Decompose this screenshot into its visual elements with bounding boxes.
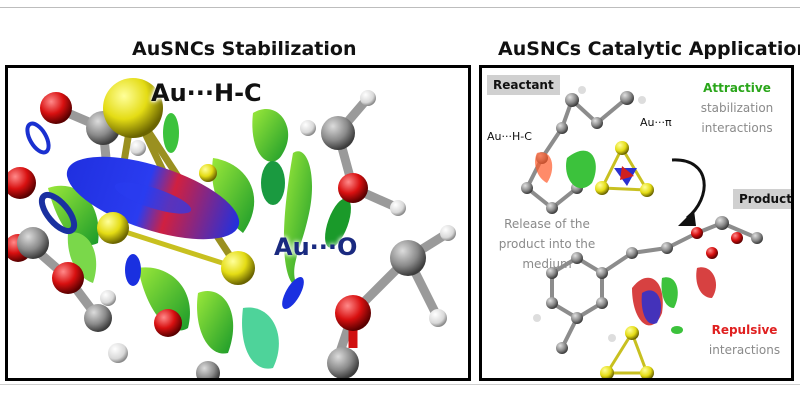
release-line2: product into the xyxy=(498,237,596,251)
atoms xyxy=(8,90,456,378)
bottom-divider xyxy=(0,384,800,385)
stabilization-panel: Au···H-C Au···O xyxy=(5,65,471,381)
repulsive-note: Repulsive interactions xyxy=(697,320,791,360)
attractive-surfaces xyxy=(25,121,304,309)
product-cluster xyxy=(600,326,654,378)
catalytic-panel: Reactant Product Au···H-C Au···π Attract… xyxy=(479,65,794,381)
product-atoms xyxy=(533,216,763,354)
reactant-vdw-surface xyxy=(566,150,596,189)
left-title: AuSNCs Stabilization xyxy=(132,38,357,60)
attractive-note: Attractive stabilization interactions xyxy=(682,78,791,138)
top-divider xyxy=(0,7,800,8)
product-surfaces xyxy=(632,267,717,334)
release-line1: Release of the xyxy=(504,217,590,231)
gold-sulfur-cluster xyxy=(66,78,255,285)
release-line3: medium xyxy=(522,257,572,271)
reactant-cluster xyxy=(595,141,654,197)
reactant-repulsive-surface xyxy=(535,152,553,183)
attractive-line2: stabilization xyxy=(700,101,774,115)
catalytic-molecular-render xyxy=(521,86,763,378)
reactant-atoms xyxy=(521,86,646,214)
repulsive-word: Repulsive xyxy=(711,323,778,337)
attractive-line3: interactions xyxy=(701,121,773,135)
reaction-arrow-head xyxy=(678,210,696,226)
label-au-pi: Au···π xyxy=(640,116,672,129)
label-au-h-c-small: Au···H-C xyxy=(487,130,532,143)
reaction-arrow xyxy=(671,158,706,220)
label-au-h-c: Au···H-C xyxy=(151,79,262,107)
release-note: Release of the product into the medium xyxy=(487,214,607,274)
reactant-tag: Reactant xyxy=(487,75,560,95)
label-au-o: Au···O xyxy=(274,233,358,261)
right-title: AuSNCs Catalytic Application xyxy=(498,38,800,60)
stabilization-molecular-render xyxy=(8,78,456,378)
repulsive-line2: interactions xyxy=(708,343,781,357)
attractive-word: Attractive xyxy=(703,81,771,95)
product-tag: Product xyxy=(733,189,791,209)
